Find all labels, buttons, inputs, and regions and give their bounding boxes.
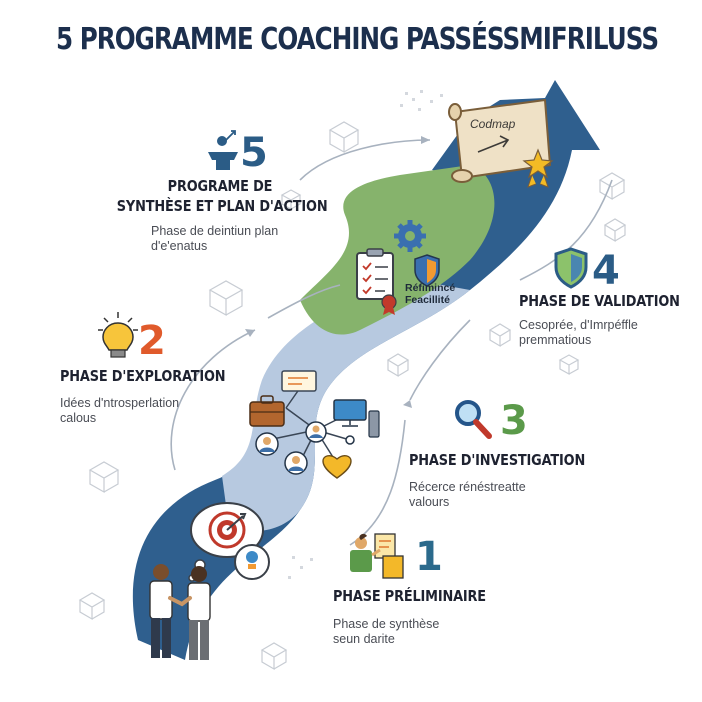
- phase-5-title-line-1: PROGRAME DE: [167, 177, 273, 195]
- phase-1-number: 1: [415, 534, 443, 580]
- phase-2-title: PHASE D'EXPLORATION: [60, 367, 226, 385]
- phase-4-desc-line-1: Cesoprée, d'Imrpéffle: [519, 318, 638, 332]
- clipboard-label-line-2: Feacillité: [405, 294, 450, 306]
- phase-1-desc-line-2: seun darite: [333, 632, 395, 646]
- phase-2-desc-line-1: Idées d'ntrosperlation: [60, 396, 180, 410]
- phase-4-desc-line-2: premmatious: [519, 333, 592, 347]
- phase-2-number: 2: [138, 318, 166, 364]
- phase-1-description: Phase de synthèse seun darite: [333, 617, 439, 647]
- flow-arrow-heads: [245, 136, 430, 408]
- gear-icon: [394, 220, 426, 252]
- road-green-band: [300, 165, 495, 335]
- shield-icon: [554, 247, 588, 289]
- decorative-cubes: [78, 121, 627, 671]
- star-icon: [522, 148, 554, 188]
- person-avatar-icon: [255, 421, 327, 475]
- scroll-map-label: Codmap: [470, 117, 516, 131]
- page-title: 5 PROGRAMME COACHING PASSÉSSMIFRILUSS: [56, 22, 659, 57]
- shield-icon: [414, 254, 440, 287]
- magnifier-icon: [455, 400, 492, 439]
- phase-1-desc-line-1: Phase de synthèse: [333, 617, 440, 631]
- presenter-icon: [350, 533, 404, 579]
- phase-5-desc-line-2: d'e'enatus: [151, 239, 208, 253]
- decorative-dots: [288, 90, 443, 579]
- phase-2-description: Idées d'ntrosperlation calous: [60, 396, 179, 426]
- lightbulb-icon: [98, 312, 138, 358]
- phase-4-description: Cesoprée, d'Imrpéffle premmatious: [519, 318, 638, 348]
- scroll-map-icon: Codmap: [448, 98, 552, 183]
- person-goal-icon: [208, 130, 238, 170]
- settings-dot-icon: [345, 435, 355, 445]
- phase-3-desc-line-1: Récerce rénéstreatte: [409, 480, 526, 494]
- monitor-icon: [333, 399, 380, 438]
- clipboard-checklist-icon: [356, 248, 397, 315]
- phase-3-number: 3: [500, 398, 528, 444]
- phase-5-title-line-2: SYNTHÈSE ET PLAN D'ACTION: [116, 197, 328, 215]
- briefcase-icon: [249, 395, 285, 427]
- phase-5-desc-line-1: Phase de deintiun plan: [151, 224, 279, 238]
- phase-4-number: 4: [592, 248, 620, 294]
- road-light-band: [222, 276, 470, 531]
- phase-4-title: PHASE DE VALIDATION: [519, 292, 680, 310]
- phase-3-title: PHASE D'INVESTIGATION: [409, 451, 586, 469]
- phase-3-description: Récerce rénéstreatte valours: [409, 480, 526, 510]
- phase-1-title: PHASE PRÉLIMINAIRE: [333, 587, 486, 605]
- phase-5-description: Phase de deintiun plan d'e'enatus: [151, 224, 278, 254]
- target-thought-icon: [188, 502, 264, 582]
- phase-3-desc-line-2: valours: [409, 495, 450, 509]
- clipboard-label-line-1: Réfimincé: [405, 282, 455, 294]
- heart-icon: [322, 454, 352, 479]
- handshake-people-icon: [149, 564, 211, 660]
- phase-5-number: 5: [240, 130, 268, 176]
- document-icon: [281, 370, 317, 392]
- lightbulb-bubble-icon: [234, 544, 270, 580]
- phase-2-desc-line-2: calous: [60, 411, 97, 425]
